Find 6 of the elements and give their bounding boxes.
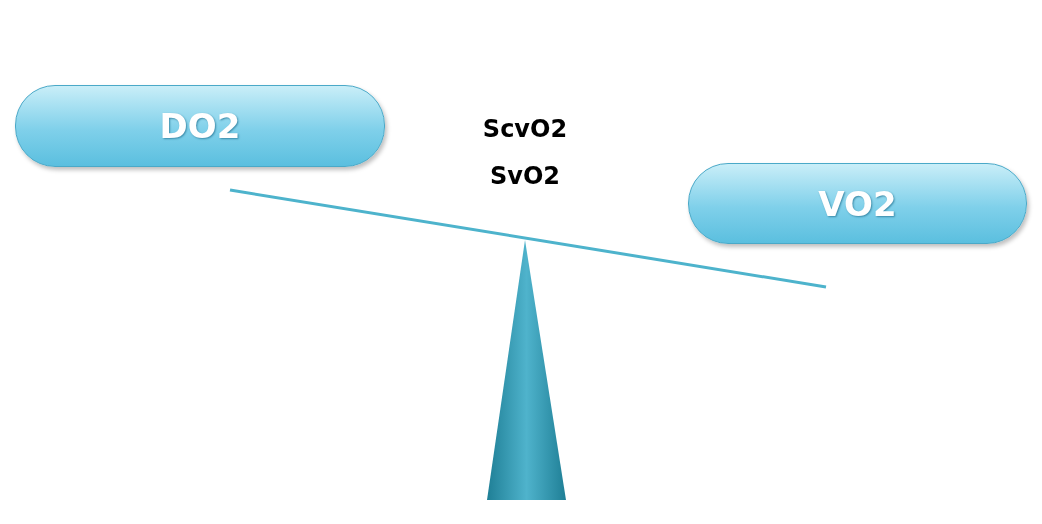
text-label: SvO2 [489, 162, 561, 190]
node-label: VO2 [818, 183, 897, 224]
node-label: DO2 [159, 106, 241, 146]
text-label: ScvO2 [481, 115, 569, 143]
rounded-box [688, 163, 1027, 244]
rounded-box [15, 85, 385, 167]
